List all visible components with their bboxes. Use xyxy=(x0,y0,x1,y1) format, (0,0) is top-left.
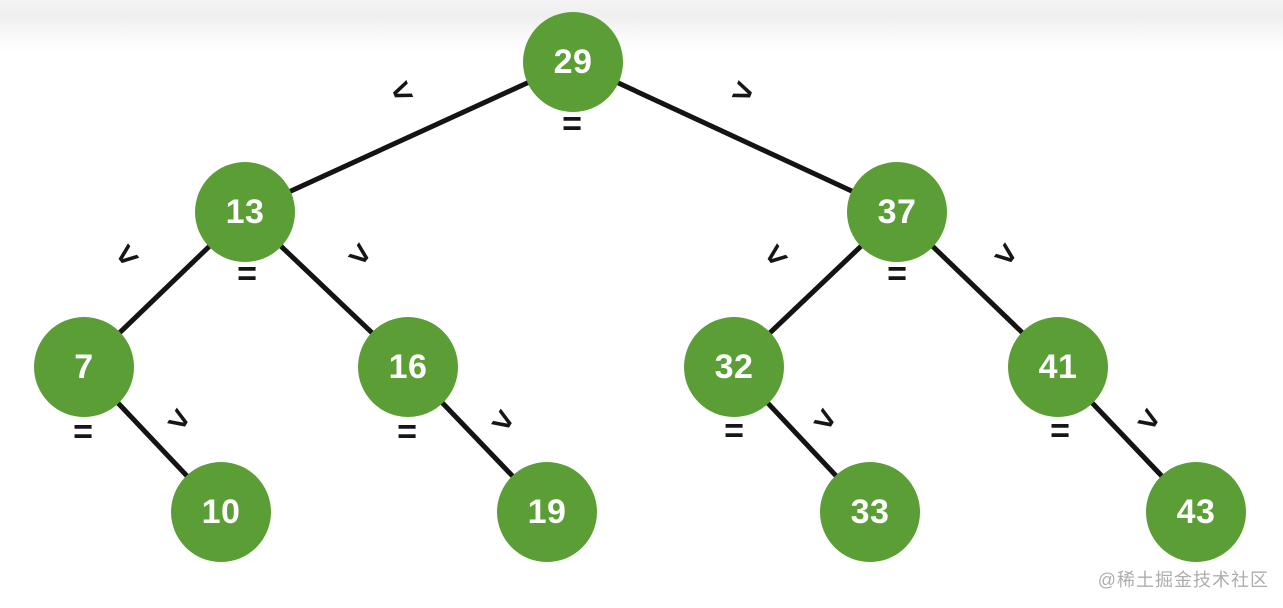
tree-node-29: 29 xyxy=(523,12,623,112)
edge-label-32-equal: = xyxy=(724,412,744,450)
tree-node-32: 32 xyxy=(684,317,784,417)
tree-node-19: 19 xyxy=(497,462,597,562)
tree-node-13: 13 xyxy=(195,162,295,262)
tree-node-7: 7 xyxy=(34,317,134,417)
edge-label-7-equal: = xyxy=(73,413,93,451)
tree-node-16: 16 xyxy=(358,317,458,417)
edge-label-13-equal: = xyxy=(237,255,257,293)
edge-label-37-equal: = xyxy=(887,255,907,293)
tree-node-33: 33 xyxy=(820,462,920,562)
tree-node-10: 10 xyxy=(171,462,271,562)
tree-node-43: 43 xyxy=(1146,462,1246,562)
edge-label-41-equal: = xyxy=(1050,412,1070,450)
watermark: @稀土掘金技术社区 xyxy=(1097,570,1269,590)
edge-29-13 xyxy=(242,59,576,215)
edge-label-root-equal: = xyxy=(562,105,582,143)
edge-29-37 xyxy=(570,59,900,215)
edge-label-16-equal: = xyxy=(397,413,417,451)
tree-node-37: 37 xyxy=(847,162,947,262)
tree-node-41: 41 xyxy=(1008,317,1108,417)
